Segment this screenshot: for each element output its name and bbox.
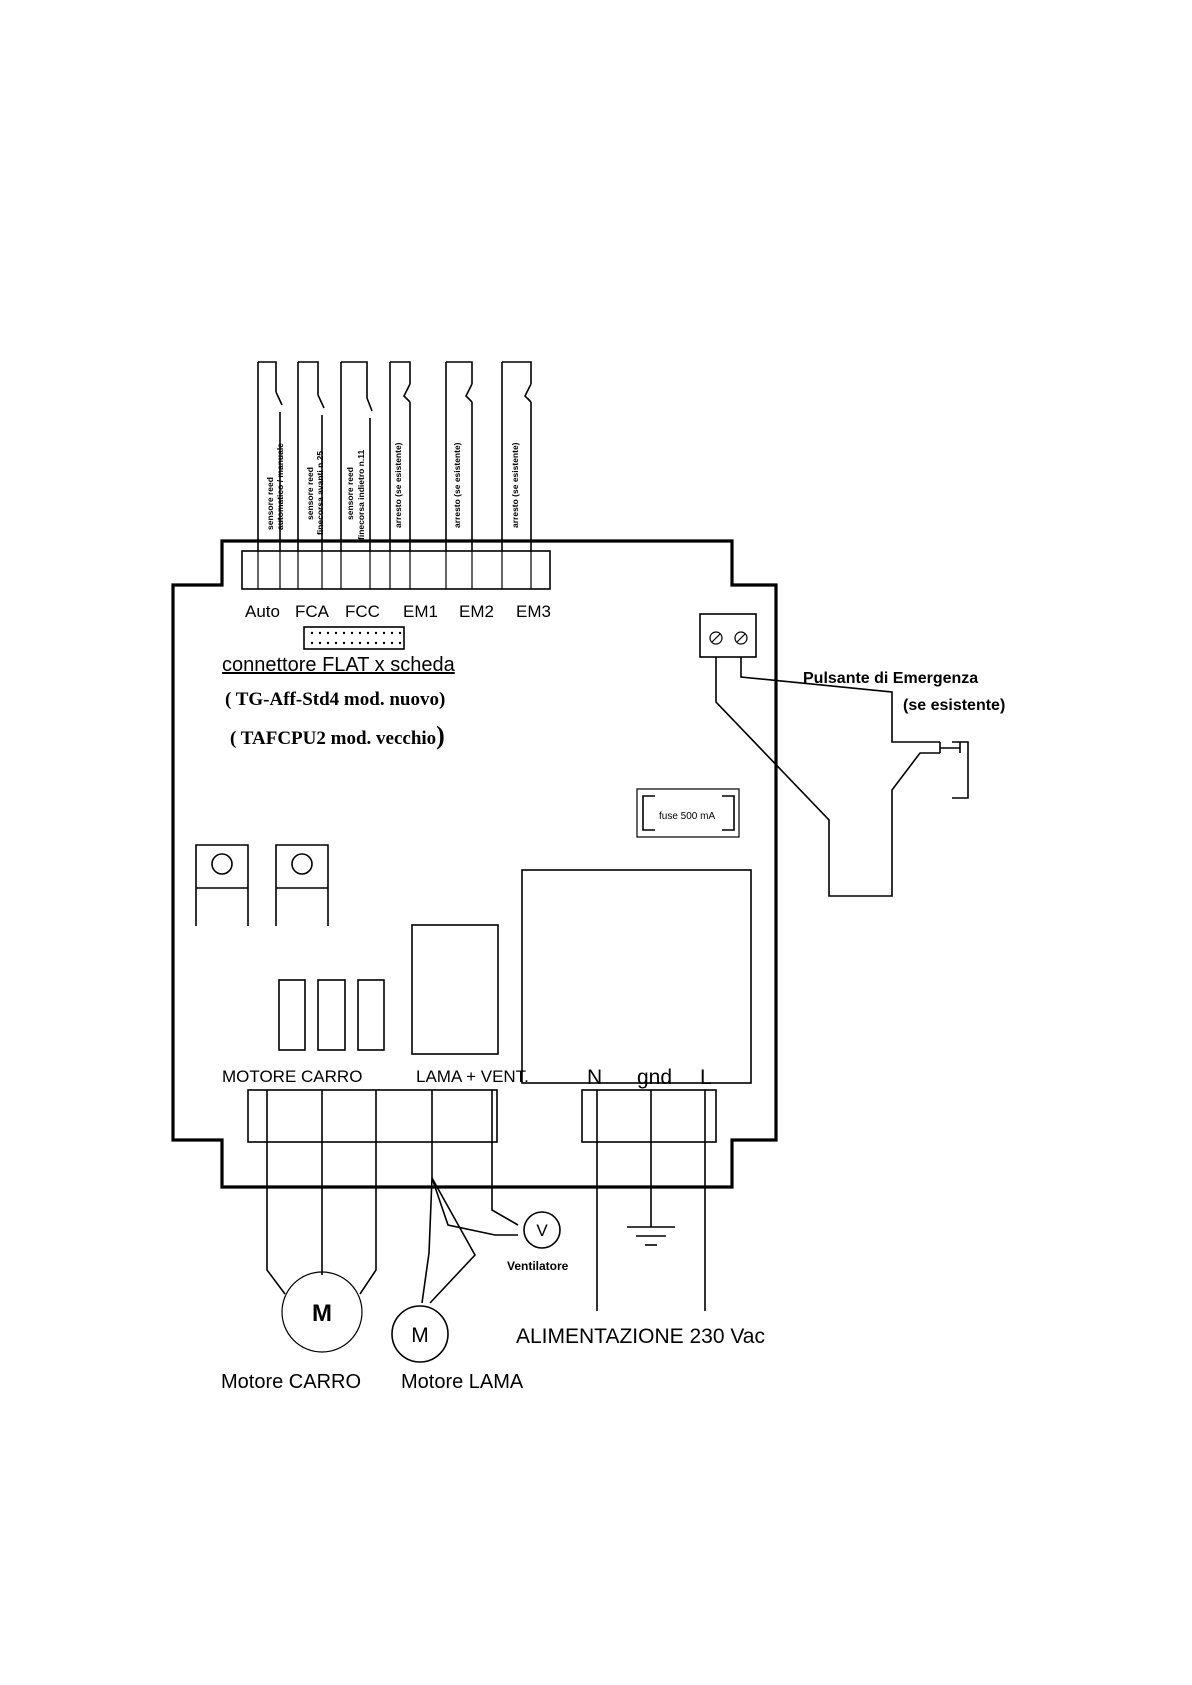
emergency-title: Pulsante di Emergenza bbox=[803, 670, 978, 687]
sensor-wires bbox=[257, 361, 532, 551]
motore-lama-symbol bbox=[391, 1305, 449, 1363]
label-lama-vent: LAMA + VENT. bbox=[416, 1067, 529, 1086]
sensor-label-auto-2: automatico / manuale bbox=[275, 443, 285, 530]
fuse-label: fuse 500 mA bbox=[659, 811, 715, 822]
terminal-block-top bbox=[241, 550, 551, 590]
board-outline bbox=[171, 539, 778, 1189]
alimentazione-label: ALIMENTAZIONE 230 Vac bbox=[516, 1325, 765, 1348]
relay-1 bbox=[278, 979, 306, 1051]
terminal-block-motors bbox=[247, 1089, 498, 1143]
terminal-label-em2: EM2 bbox=[459, 602, 494, 621]
terminal-block-power bbox=[581, 1089, 717, 1143]
label-motore-carro: MOTORE CARRO bbox=[222, 1067, 362, 1086]
ventilatore-symbol bbox=[523, 1211, 561, 1249]
ground-icon bbox=[627, 1226, 675, 1246]
sensor-label-fcc-2: finecorsa indietro n.11 bbox=[356, 450, 366, 540]
heat-sink-1 bbox=[195, 844, 249, 926]
heat-sink-2 bbox=[275, 844, 329, 926]
motore-lama-label: Motore LAMA bbox=[401, 1371, 524, 1393]
flat-connector-model-old-text: ( TAFCPU2 mod. vecchio bbox=[230, 728, 436, 749]
flat-connector bbox=[303, 626, 405, 650]
flat-connector-model-new: ( TG-Aff-Std4 mod. nuovo) bbox=[225, 689, 445, 710]
terminal-label-fca: FCA bbox=[295, 602, 330, 621]
flat-connector-model-old-paren: ) bbox=[436, 721, 445, 750]
sensor-label-fca-1: sensore reed bbox=[305, 467, 315, 520]
ventilatore-label: Ventilatore bbox=[507, 1259, 569, 1273]
relay-2 bbox=[317, 979, 346, 1051]
transformer bbox=[521, 869, 752, 1084]
power-labels: N gnd L bbox=[587, 1066, 712, 1089]
terminal-label-auto: Auto bbox=[245, 602, 280, 621]
power-wiring bbox=[596, 1090, 706, 1311]
fuse-holder bbox=[636, 788, 740, 838]
label-l: L bbox=[700, 1066, 712, 1089]
emergency-terminal bbox=[699, 613, 757, 658]
motore-carro-wiring bbox=[266, 1090, 377, 1295]
bottom-labels: MOTORE CARRO LAMA + VENT. bbox=[222, 1067, 529, 1086]
sensor-labels: sensore reed automatico / manuale sensor… bbox=[265, 442, 520, 540]
terminal-label-em1: EM1 bbox=[403, 602, 438, 621]
relay-3 bbox=[357, 979, 385, 1051]
emergency-wiring bbox=[715, 657, 969, 897]
label-gnd: gnd bbox=[637, 1066, 672, 1089]
ventilatore-symbol-letter: V bbox=[536, 1221, 548, 1240]
label-n: N bbox=[587, 1066, 602, 1089]
sensor-label-em1: arresto (se esistente) bbox=[393, 442, 403, 528]
sensor-label-fca-2: finecorsa avanti n.25 bbox=[315, 451, 325, 535]
sensor-label-em2: arresto (se esistente) bbox=[452, 442, 462, 528]
terminal-label-em3: EM3 bbox=[516, 602, 551, 621]
emergency-note: (se esistente) bbox=[903, 697, 1005, 714]
flat-connector-model-old: ( TAFCPU2 mod. vecchio) bbox=[230, 721, 445, 750]
sensor-label-auto-1: sensore reed bbox=[265, 477, 275, 530]
terminal-label-fcc: FCC bbox=[345, 602, 380, 621]
motore-lama-symbol-letter: M bbox=[411, 1324, 429, 1347]
terminal-labels: Auto FCA FCC EM1 EM2 EM3 bbox=[245, 602, 551, 621]
relay-large bbox=[411, 924, 499, 1055]
sensor-label-fcc-1: sensore reed bbox=[345, 467, 355, 520]
motore-lama-wiring bbox=[421, 1090, 519, 1304]
motore-carro-symbol bbox=[281, 1271, 363, 1353]
flat-connector-pins bbox=[310, 631, 402, 645]
motore-carro-symbol-letter: M bbox=[312, 1300, 332, 1327]
sensor-label-em3: arresto (se esistente) bbox=[510, 442, 520, 528]
motore-carro-label: Motore CARRO bbox=[221, 1371, 361, 1393]
flat-connector-label: connettore FLAT x scheda bbox=[222, 654, 456, 676]
